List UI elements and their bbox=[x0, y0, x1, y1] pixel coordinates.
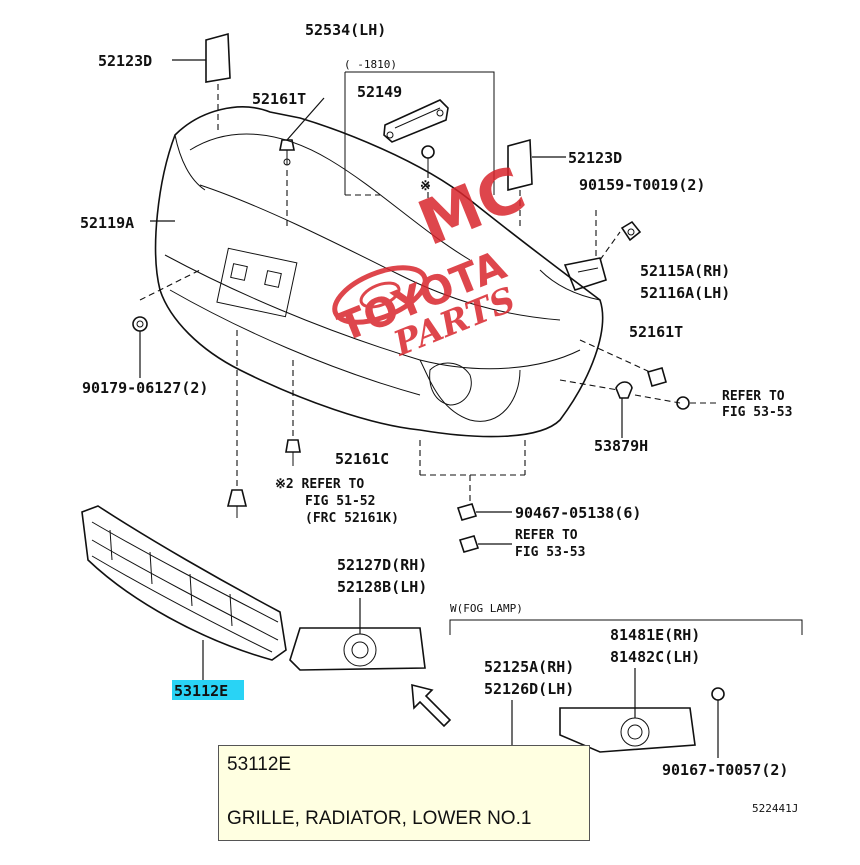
label-90179[interactable]: 90179-06127(2) bbox=[82, 379, 208, 397]
label-refer-53-b2[interactable]: FIG 53-53 bbox=[515, 545, 585, 560]
label-90167[interactable]: 90167-T0057(2) bbox=[662, 761, 788, 779]
tooltip-part-number: 53112E bbox=[227, 754, 292, 775]
guide-lines bbox=[139, 84, 720, 505]
retainer-52115a[interactable] bbox=[563, 257, 607, 291]
screw-90167[interactable] bbox=[711, 687, 725, 701]
arrow-indicator bbox=[411, 683, 452, 728]
part-tooltip: 53112E GRILLE, RADIATOR, LOWER NO.1 bbox=[218, 745, 590, 841]
seal-52123d-left[interactable] bbox=[205, 32, 231, 83]
label-52128b[interactable]: 52128B(LH) bbox=[337, 578, 427, 596]
clip-90467[interactable] bbox=[456, 503, 478, 521]
label-52161c[interactable]: 52161C bbox=[335, 450, 389, 468]
watermark-logo: MC TOYOTA PARTS bbox=[332, 152, 536, 365]
label-81481e[interactable]: 81481E(RH) bbox=[610, 626, 700, 644]
highlight-box bbox=[172, 680, 244, 700]
fog-lamp-bracket bbox=[449, 619, 803, 635]
label-53112e-highlighted[interactable]: 53112E bbox=[172, 680, 244, 700]
label-52115a[interactable]: 52115A(RH) bbox=[640, 262, 730, 280]
label-refer-53-a2[interactable]: FIG 53-53 bbox=[722, 405, 792, 420]
clip-52161t-top[interactable] bbox=[279, 139, 295, 166]
bracket-box-52149 bbox=[344, 71, 495, 196]
tooltip-part-name: GRILLE, RADIATOR, LOWER NO.1 bbox=[227, 808, 532, 829]
label-90159[interactable]: 90159-T0019(2) bbox=[579, 176, 705, 194]
screw-90159[interactable] bbox=[620, 220, 642, 242]
clip-refer-53[interactable] bbox=[458, 535, 480, 553]
label-refer-51-2[interactable]: FIG 51-52 bbox=[305, 494, 375, 509]
label-refer-53-a1[interactable]: REFER TO bbox=[722, 389, 785, 404]
label-refer-51-1[interactable]: ※2 REFER TO bbox=[275, 477, 364, 492]
label-52127d[interactable]: 52127D(RH) bbox=[337, 556, 427, 574]
label-52126d[interactable]: 52126D(LH) bbox=[484, 680, 574, 698]
clip-53879h[interactable] bbox=[615, 381, 633, 399]
label-fig-code: 522441J bbox=[752, 802, 798, 815]
label-refer-53-b1[interactable]: REFER TO bbox=[515, 528, 578, 543]
label-52123d-top[interactable]: 52123D bbox=[98, 52, 152, 70]
label-53112e[interactable]: 53112E bbox=[174, 682, 228, 700]
bracket-52149[interactable] bbox=[383, 99, 449, 143]
label-52119a[interactable]: 52119A bbox=[80, 214, 134, 232]
screw-90179[interactable] bbox=[132, 316, 148, 332]
label-box-header: ( -1810) bbox=[344, 58, 397, 71]
label-52534[interactable]: 52534(LH) bbox=[305, 21, 386, 39]
label-81482c[interactable]: 81482C(LH) bbox=[610, 648, 700, 666]
label-fog-header: W(FOG LAMP) bbox=[450, 602, 523, 615]
label-refer-51-3: (FRC 52161K) bbox=[305, 511, 399, 526]
seal-52123d-right[interactable] bbox=[507, 138, 533, 192]
label-90467[interactable]: 90467-05138(6) bbox=[515, 504, 641, 522]
label-52116a[interactable]: 52116A(LH) bbox=[640, 284, 730, 302]
label-52149[interactable]: 52149 bbox=[357, 83, 402, 101]
leader-lines bbox=[139, 59, 719, 758]
clip-52161t-right[interactable] bbox=[647, 367, 667, 387]
fog-cover-52127d[interactable] bbox=[289, 627, 426, 671]
label-52125a[interactable]: 52125A(RH) bbox=[484, 658, 574, 676]
clip-52161c[interactable] bbox=[285, 439, 301, 466]
clip-52161k[interactable] bbox=[226, 489, 248, 518]
label-box-mark: ※ bbox=[420, 179, 431, 194]
watermark-line1: MC bbox=[408, 152, 535, 260]
label-52161t-top[interactable]: 52161T bbox=[252, 90, 306, 108]
label-52123d-right[interactable]: 52123D bbox=[568, 149, 622, 167]
label-52161t-right[interactable]: 52161T bbox=[629, 323, 683, 341]
label-53879h[interactable]: 53879H bbox=[594, 437, 648, 455]
screw-box[interactable] bbox=[421, 145, 435, 172]
lower-grille-53112e[interactable] bbox=[81, 505, 287, 661]
front-bumper-cover[interactable] bbox=[154, 106, 604, 438]
fog-lamp-cover-52125a[interactable] bbox=[559, 707, 696, 753]
